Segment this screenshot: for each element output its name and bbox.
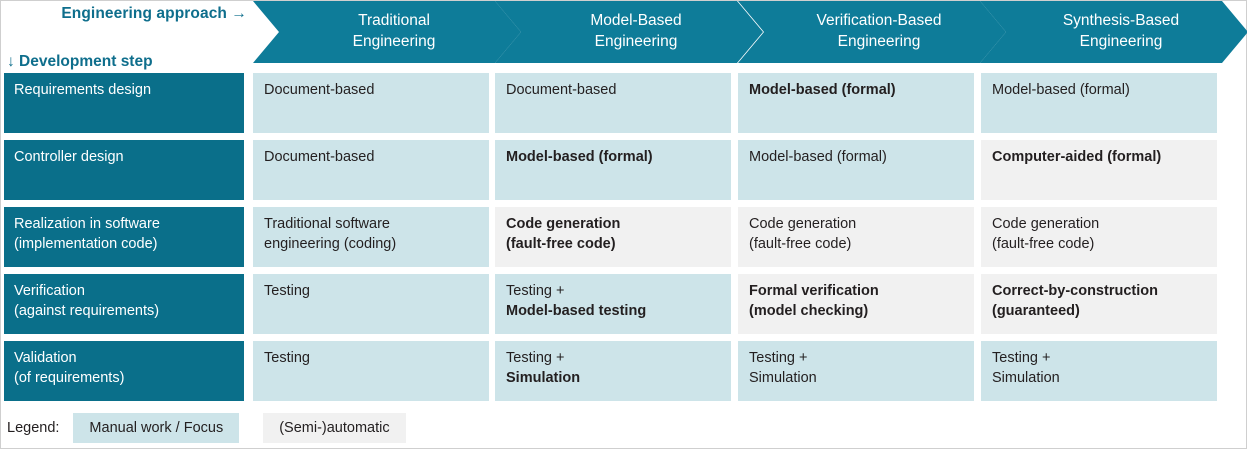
matrix-cell-r5c3[interactable]: Testing + Simulation (738, 341, 974, 401)
cell-line1: Code generation (749, 216, 857, 232)
matrix-cell-r1c3[interactable]: Model-based (formal) (738, 73, 974, 133)
matrix-cell-r2c1[interactable]: Document-based (253, 140, 489, 200)
matrix-cell-r4c3[interactable]: Formal verification (model checking) (738, 274, 974, 334)
cell-line1: Model-based (formal) (506, 149, 653, 165)
axis-label-engineering-approach: Engineering approach → (61, 5, 247, 22)
row-header-line2: (of requirements) (14, 369, 125, 386)
cell-line2: (fault-free code) (506, 235, 616, 252)
cell-line1: Correct-by-construction (992, 283, 1158, 299)
cell-line1: Model-based (formal) (749, 149, 887, 165)
cell-line1: Computer-aided (formal) (992, 149, 1162, 165)
cell-line2: (guaranteed) (992, 302, 1080, 319)
cell-line1: Testing (264, 283, 310, 299)
column-header-line2: Engineering (352, 33, 436, 50)
cell-line1: Document-based (264, 149, 375, 165)
legend-item-1: Manual work / Focus (73, 413, 240, 443)
axis-label-development-step: ↓ Development step (7, 53, 153, 70)
row-header-line2: (implementation code) (14, 235, 158, 252)
cell-line1: Model-based (formal) (992, 82, 1130, 98)
row-header-4[interactable]: Verification (against requirements) (4, 274, 244, 334)
matrix-cell-r3c4[interactable]: Code generation (fault-free code) (981, 207, 1217, 267)
row-header-line1: Controller design (14, 149, 124, 165)
cell-line1: Traditional software (264, 216, 390, 232)
matrix-cell-r5c1[interactable]: Testing (253, 341, 489, 401)
matrix-row: Controller design Document-based Model-bas… (1, 140, 1247, 200)
matrix-cell-r1c2[interactable]: Document-based (495, 73, 731, 133)
column-header-line1: Traditional (358, 12, 430, 30)
cell-line1: Testing + (506, 350, 565, 366)
cell-line2: Model-based testing (506, 302, 647, 319)
cell-line2: (model checking) (749, 302, 869, 319)
row-header-3[interactable]: Realization in software (implementation c… (4, 207, 244, 267)
matrix-cell-r2c4[interactable]: Computer-aided (formal) (981, 140, 1217, 200)
matrix-cell-r3c3[interactable]: Code generation (fault-free code) (738, 207, 974, 267)
cell-line2: engineering (coding) (264, 235, 397, 252)
cell-line1: Model-based (formal) (749, 82, 896, 98)
matrix-row: Requirements design Document-based Documen… (1, 73, 1247, 133)
matrix-cell-r4c1[interactable]: Testing (253, 274, 489, 334)
cell-line1: Code generation (506, 216, 621, 232)
matrix-row: Validation (of requirements) Testing Testin… (1, 341, 1247, 401)
legend-item-2: (Semi-)automatic (263, 413, 406, 443)
row-header-line1: Validation (14, 350, 77, 366)
cell-line1: Testing (264, 350, 310, 366)
cell-line2: (fault-free code) (992, 235, 1095, 252)
matrix-cell-r3c1[interactable]: Traditional software engineering (coding) (253, 207, 489, 267)
column-header-line2: Engineering (1079, 33, 1163, 50)
cell-line1: Code generation (992, 216, 1100, 232)
row-header-1[interactable]: Requirements design (4, 73, 244, 133)
cell-line1: Formal verification (749, 283, 879, 299)
cell-line1: Testing + (992, 350, 1051, 366)
cell-line2: Simulation (506, 369, 581, 386)
cell-line2: (fault-free code) (749, 235, 852, 252)
row-header-line2: (against requirements) (14, 302, 160, 319)
row-header-line1: Requirements design (14, 82, 152, 98)
matrix-row: Verification (against requirements) Testin… (1, 274, 1247, 334)
row-header-2[interactable]: Controller design (4, 140, 244, 200)
matrix-cell-r4c2[interactable]: Testing + Model-based testing (495, 274, 731, 334)
matrix-cell-r2c2[interactable]: Model-based (formal) (495, 140, 731, 200)
cell-line2: Simulation (749, 369, 817, 386)
legend: Legend: Manual work / Focus (Semi-)automa… (7, 413, 406, 443)
cell-line1: Testing + (506, 283, 565, 299)
row-header-5[interactable]: Validation (of requirements) (4, 341, 244, 401)
cell-line1: Document-based (506, 82, 617, 98)
row-header-line1: Verification (14, 283, 85, 299)
cell-line2: Simulation (992, 369, 1060, 386)
matrix-cell-r2c3[interactable]: Model-based (formal) (738, 140, 974, 200)
legend-title: Legend: (7, 420, 60, 436)
matrix-cell-r1c4[interactable]: Model-based (formal) (981, 73, 1217, 133)
column-header-line1: Model-Based (590, 12, 682, 30)
column-header-line2: Engineering (594, 33, 678, 50)
row-header-line1: Realization in software (14, 216, 160, 232)
column-header-line2: Engineering (837, 33, 921, 50)
header-band: Engineering approach → ↓ Development ste… (1, 1, 1247, 70)
column-header-line1: Synthesis-Based (1062, 12, 1180, 30)
column-header-line1: Verification-Based (816, 12, 942, 30)
matrix-cell-r5c2[interactable]: Testing + Simulation (495, 341, 731, 401)
cell-line1: Testing + (749, 350, 808, 366)
matrix-cell-r4c4[interactable]: Correct-by-construction (guaranteed) (981, 274, 1217, 334)
cell-line1: Document-based (264, 82, 375, 98)
matrix-row: Realization in software (implementation c… (1, 207, 1247, 267)
matrix-cell-r1c1[interactable]: Document-based (253, 73, 489, 133)
matrix-cell-r3c2[interactable]: Code generation (fault-free code) (495, 207, 731, 267)
matrix-cell-r5c4[interactable]: Testing + Simulation (981, 341, 1217, 401)
